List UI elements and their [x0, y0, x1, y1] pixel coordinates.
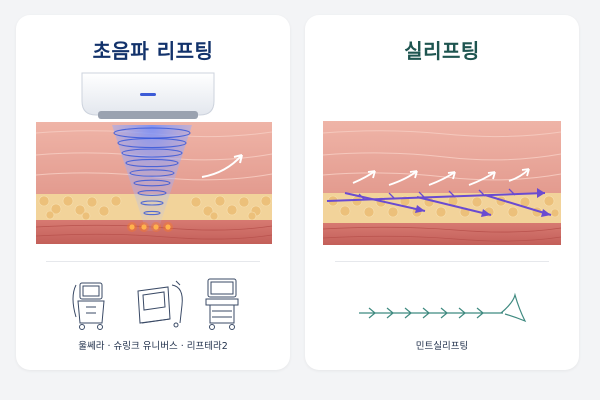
- thread-lifting-title: 실리프팅: [404, 39, 480, 63]
- left-divider: [46, 261, 260, 262]
- lift-arrow-icon: [201, 154, 243, 178]
- ultrasound-lifting-card: 초음파 리프팅: [16, 15, 290, 370]
- muscle-layer: [323, 223, 561, 245]
- devices-caption: 울쎄라 · 슈링크 유니버스 · 리프테라2: [78, 341, 228, 352]
- ulthera-machine-icon: [72, 282, 105, 330]
- ultrasound-probe: [81, 72, 215, 119]
- ultrasound-beam: [112, 125, 192, 231]
- liftera2-machine-icon: [205, 278, 239, 330]
- ultrasound-lifting-title: 초음파 리프팅: [92, 39, 214, 63]
- lifting-threads: [326, 192, 552, 216]
- focal-points: [127, 222, 173, 232]
- mint-thread-icon: [359, 292, 527, 323]
- ultrasound-skin-illustration: [35, 72, 273, 244]
- thread-caption: 민트실리프팅: [415, 341, 469, 352]
- thread-lifting-card: 실리프팅: [305, 15, 579, 370]
- lift-arrows-icon: [352, 168, 530, 186]
- shurink-universe-machine-icon: [137, 280, 183, 328]
- thread-skin-illustration: [322, 121, 562, 245]
- right-divider: [335, 261, 549, 262]
